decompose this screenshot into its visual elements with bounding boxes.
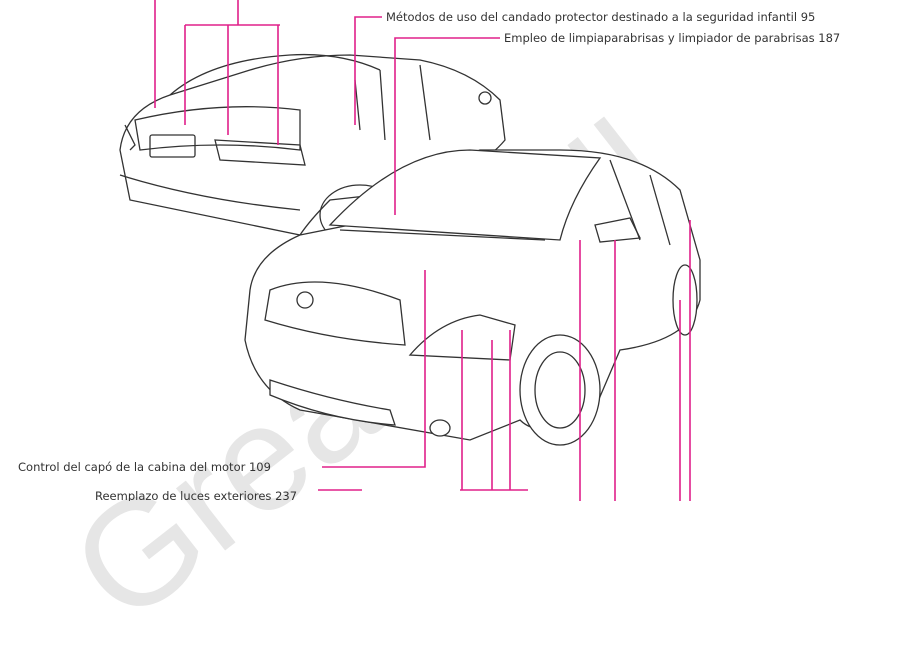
front-car-drawing bbox=[244, 149, 701, 446]
label-hood: Control del capó de la cabina del motor … bbox=[18, 460, 271, 474]
rear-car-drawing bbox=[119, 53, 506, 246]
leader-lines bbox=[154, 0, 691, 501]
car-illustration bbox=[119, 53, 701, 446]
label-child-lock: Métodos de uso del candado protector des… bbox=[386, 10, 816, 24]
label-wipers: Empleo de limpiaparabrisas y limpiador d… bbox=[504, 31, 841, 45]
label-lights: Reemplazo de luces exteriores 237 bbox=[95, 489, 298, 501]
